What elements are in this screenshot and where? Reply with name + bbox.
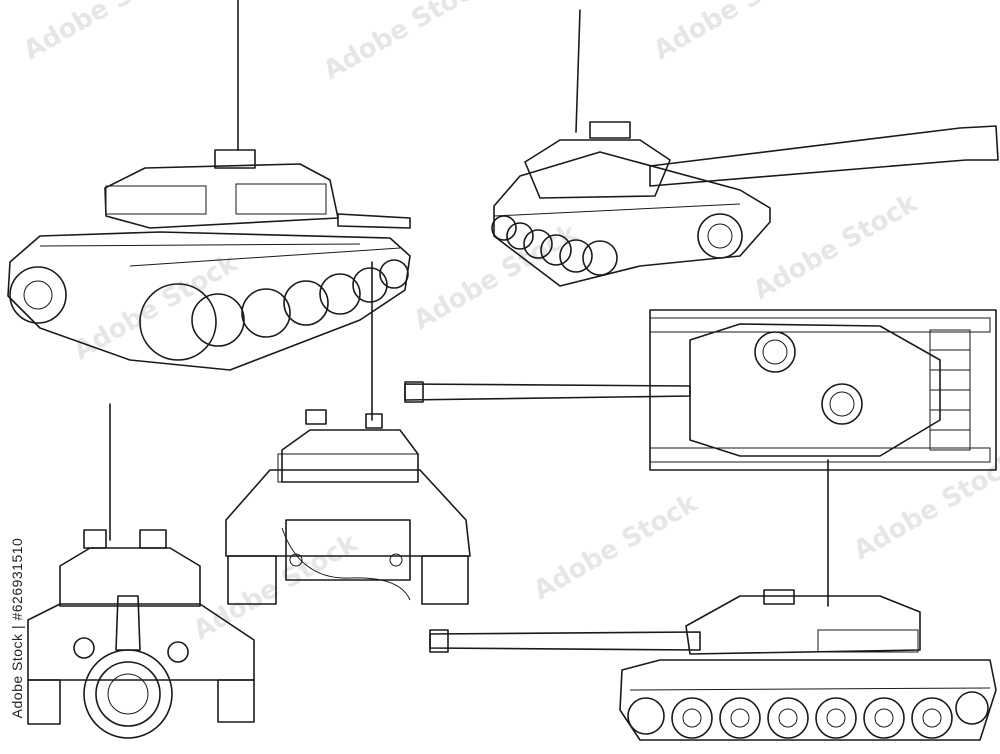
svg-text:Adobe Stock: Adobe Stock bbox=[319, 0, 494, 86]
tank-view-top-down bbox=[404, 309, 997, 471]
tank-view-side-left bbox=[429, 459, 997, 741]
tank-view-three-quarter-rear-left bbox=[7, 0, 411, 371]
svg-text:Adobe Stock: Adobe Stock bbox=[849, 448, 1000, 566]
stock-id-text: Adobe Stock | #626931510 bbox=[9, 537, 25, 719]
stock-id-label: Adobe Stock | #626931510 bbox=[2, 518, 32, 738]
svg-text:Adobe Stock: Adobe Stock bbox=[69, 248, 244, 366]
tank-view-three-quarter-front-right bbox=[491, 9, 999, 287]
svg-text:Adobe Stock: Adobe Stock bbox=[749, 188, 924, 306]
watermark-layer: Adobe Stock Adobe Stock Adobe Stock Adob… bbox=[19, 0, 1000, 646]
svg-text:Adobe Stock: Adobe Stock bbox=[529, 488, 704, 606]
tank-view-rear bbox=[225, 261, 471, 605]
tank-view-front bbox=[27, 403, 255, 739]
svg-text:Adobe Stock: Adobe Stock bbox=[19, 0, 194, 66]
svg-text:Adobe Stock: Adobe Stock bbox=[649, 0, 824, 66]
